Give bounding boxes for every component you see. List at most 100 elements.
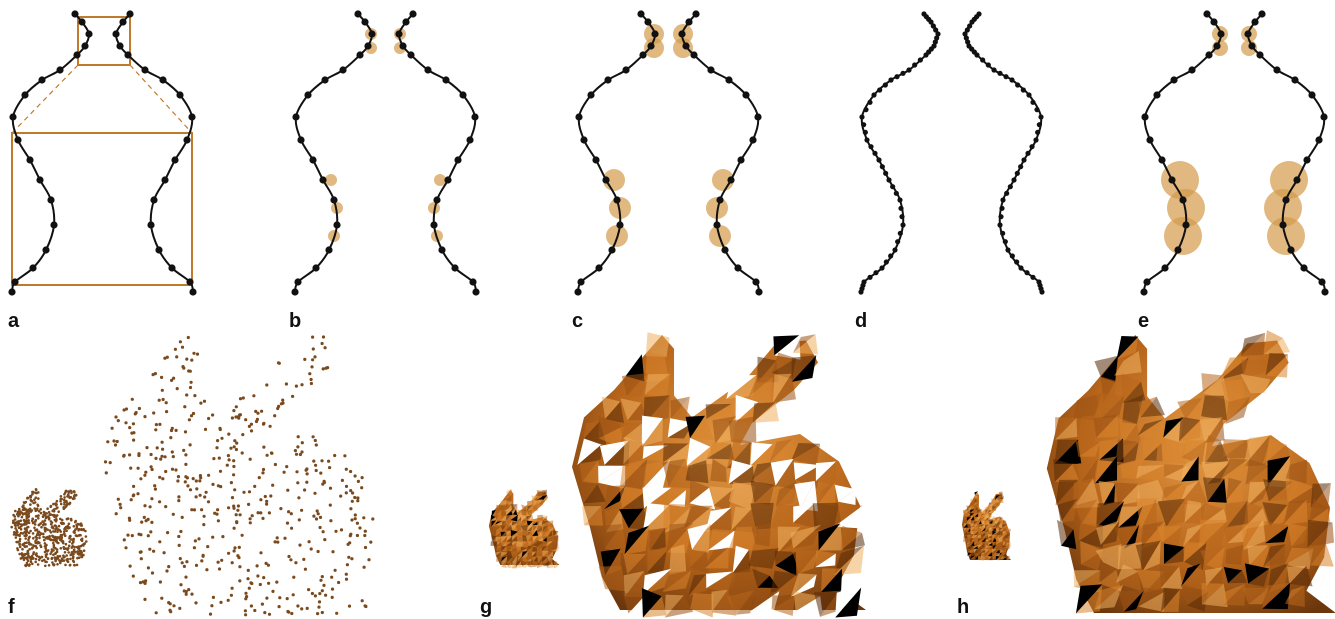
cloud-point	[294, 561, 297, 564]
cloud-point	[207, 474, 210, 477]
cloud-point	[150, 465, 153, 468]
sample-point	[438, 246, 445, 253]
sample-point	[188, 113, 195, 120]
cloud-point	[154, 488, 157, 491]
thumb-cloud-point	[25, 565, 28, 568]
cloud-point	[220, 559, 223, 562]
cloud-point	[364, 546, 367, 549]
sample-point	[1011, 177, 1016, 182]
cloud-point	[114, 415, 117, 418]
thumb-cloud-point	[45, 561, 48, 564]
cloud-point	[160, 455, 163, 458]
sample-point	[1029, 144, 1034, 149]
cloud-point	[227, 454, 230, 457]
cloud-point	[233, 549, 236, 552]
cloud-point	[194, 539, 197, 542]
cloud-point	[346, 563, 349, 566]
sample-point	[997, 71, 1002, 76]
cloud-point	[158, 399, 161, 402]
cloud-point	[170, 429, 173, 432]
cloud-point	[216, 439, 219, 442]
cloud-point	[307, 588, 310, 591]
thumb-cloud-point	[67, 551, 70, 554]
thumb-cloud-point	[50, 520, 53, 523]
cloud-point	[271, 484, 274, 487]
cloud-point	[199, 402, 202, 405]
sample-point	[1248, 42, 1255, 49]
cloud-point	[205, 568, 208, 571]
cloud-point	[295, 453, 298, 456]
cloud-point	[321, 575, 324, 578]
cloud-point	[150, 497, 153, 500]
sample-point	[319, 176, 326, 183]
cloud-point	[313, 355, 316, 358]
cloud-point	[148, 548, 151, 551]
cloud-point	[356, 496, 359, 499]
cloud-point	[163, 551, 166, 554]
cloud-point	[306, 472, 309, 475]
cloud-point	[114, 443, 117, 446]
sample-point	[1030, 275, 1035, 280]
sample-point	[867, 100, 872, 105]
cloud-point	[135, 411, 138, 414]
sample-point	[147, 221, 154, 228]
sample-point	[1008, 184, 1013, 189]
cloud-point	[221, 535, 224, 538]
thumb-cloud-point	[40, 512, 43, 515]
cloud-point	[158, 423, 161, 426]
cloud-point	[203, 515, 206, 518]
thumb-cloud-point	[41, 560, 44, 563]
highlight-disk	[434, 174, 446, 186]
thumb-cloud-point	[53, 546, 56, 549]
thumb-cloud-point	[80, 524, 83, 527]
cloud-point	[234, 415, 237, 418]
cloud-point	[150, 521, 153, 524]
cloud-point	[315, 517, 318, 520]
cloud-point	[354, 474, 357, 477]
cloud-point	[189, 488, 192, 491]
sample-point	[1015, 171, 1020, 176]
sample-point	[883, 171, 888, 176]
sample-point	[424, 66, 431, 73]
cloud-point	[247, 569, 250, 572]
thumb-cloud-point	[59, 539, 62, 542]
sample-point	[986, 62, 991, 67]
thumb-cloud-point	[68, 523, 71, 526]
cloud-point	[356, 534, 359, 537]
cloud-point	[353, 496, 356, 499]
cloud-point	[320, 459, 323, 462]
cloud-point	[259, 498, 262, 501]
sample-point	[894, 74, 899, 79]
sample-point	[1143, 278, 1150, 285]
cloud-point	[147, 534, 150, 537]
thumb-cloud-point	[69, 564, 72, 567]
cloud-point	[182, 449, 185, 452]
cloud-point	[219, 470, 222, 473]
thumb-cloud-point	[31, 491, 34, 494]
thumb-cloud-point	[66, 548, 69, 551]
cloud-point	[310, 365, 313, 368]
sample-point	[1000, 197, 1005, 202]
cloud-point	[203, 495, 206, 498]
cloud-point	[236, 509, 239, 512]
cloud-point	[319, 472, 322, 475]
cloud-point	[241, 534, 244, 537]
thumb-cloud-point	[65, 554, 68, 557]
cloud-point	[290, 612, 293, 615]
thumb-cloud-point	[19, 513, 22, 516]
cloud-point	[200, 508, 203, 511]
thumb-cloud-point	[60, 547, 63, 550]
cloud-point	[188, 418, 191, 421]
thumb-cloud-point	[85, 540, 88, 543]
cloud-point	[271, 590, 274, 593]
sample-point	[613, 196, 620, 203]
cloud-point	[345, 491, 348, 494]
panel-label-b: b	[289, 311, 301, 331]
cloud-point	[153, 484, 156, 487]
cloud-point	[249, 521, 252, 524]
thumb-cloud-point	[62, 506, 65, 509]
sample-point	[608, 246, 615, 253]
thumb-cloud-point	[21, 543, 24, 546]
cloud-point	[182, 367, 185, 370]
cloud-point	[322, 367, 325, 370]
